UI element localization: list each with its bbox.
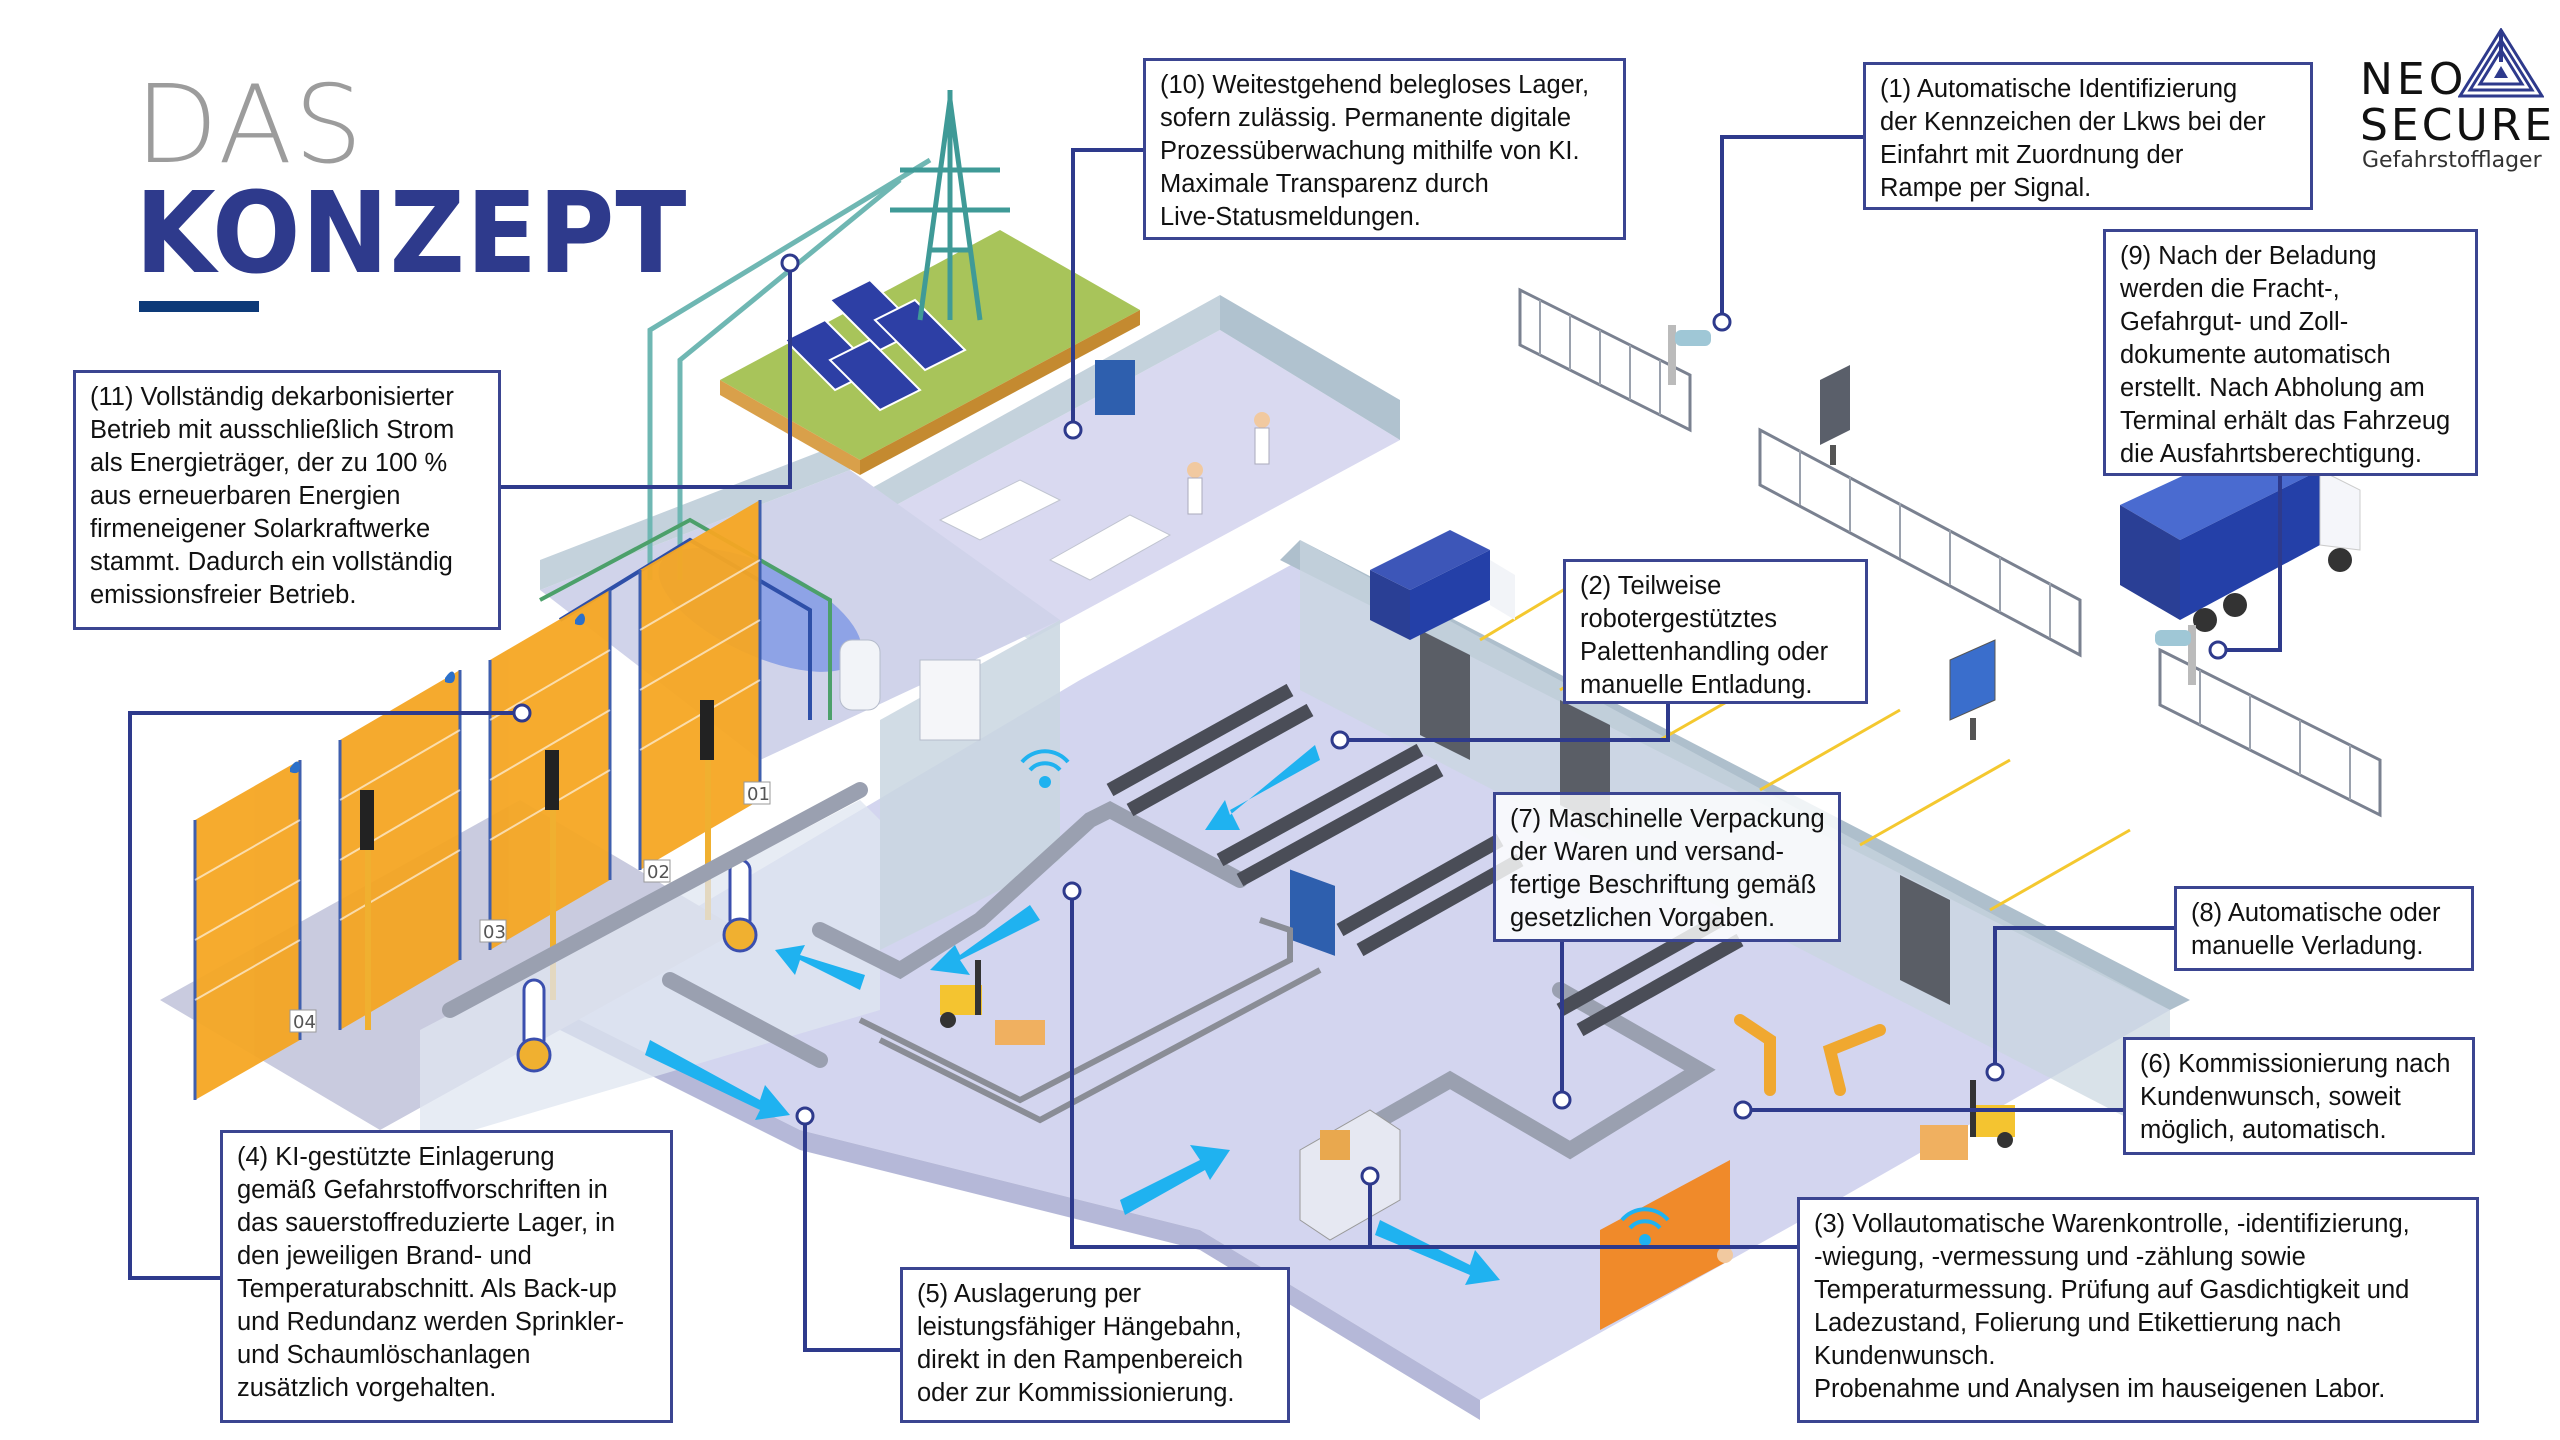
callout-3: (3) Vollautomatische Warenkontrolle, -id…: [1797, 1197, 2479, 1423]
callout-line: Terminal erhält das Fahrzeug: [2120, 407, 2451, 435]
callout-line: (4) KI-gestützte Einlagerung: [237, 1143, 555, 1171]
callout-1: (1) Automatische Identifizierung der Ken…: [1863, 62, 2313, 210]
callout-11: (11) Vollständig dekarbonisierter Betrie…: [73, 370, 501, 630]
callout-line: robotergestütztes: [1580, 605, 1778, 633]
callout-line: -wiegung, -vermessung und -zählung sowie: [1814, 1243, 2306, 1271]
rack-label: 02: [647, 862, 670, 883]
callout-line: stammt. Dadurch ein vollständig: [90, 548, 453, 576]
callout-line: die Ausfahrtsberechtigung.: [2120, 440, 2422, 468]
callout-line: aus erneuerbaren Energien: [90, 482, 401, 510]
callout-line: (9) Nach der Beladung: [2120, 242, 2377, 270]
filter-unit: [839, 639, 881, 711]
callout-line: Live-Statusmeldungen.: [1160, 203, 1421, 231]
callout-line: Einfahrt mit Zuordnung der: [1880, 141, 2184, 169]
callout-line: (10) Weitestgehend belegloses Lager,: [1160, 71, 1590, 99]
callout-line: möglich, automatisch.: [2140, 1116, 2387, 1144]
callout-line: Kundenwunsch.: [1814, 1342, 1996, 1370]
callout-line: leistungsfähiger Hängebahn,: [917, 1313, 1242, 1341]
camera-icon: [1668, 325, 1711, 385]
callout-line: Maximale Transparenz durch: [1160, 170, 1489, 198]
title-line-2: KONZEPT: [135, 169, 688, 299]
callout-line: (2) Teilweise: [1580, 572, 1722, 600]
callout-line: gemäß Gefahrstoffvorschriften in: [237, 1176, 608, 1204]
callout-line: (1) Automatische Identifizierung: [1880, 75, 2238, 103]
solar-field-ground-edge-r: [860, 310, 1140, 475]
truck-icon: [1370, 530, 1515, 640]
logo-tagline: Gefahrstofflager: [2362, 148, 2542, 173]
wifi-icon: [1020, 749, 1070, 788]
callout-6: (6) Kommissionierung nach Kundenwunsch, …: [2123, 1037, 2475, 1155]
thermometer-icon: [722, 858, 758, 953]
callout-7: (7) Maschinelle Verpackung der Waren und…: [1493, 792, 1841, 942]
monitor-icon: [1820, 365, 1850, 465]
callout-line: (7) Maschinelle Verpackung: [1510, 805, 1825, 833]
triangle-shield-icon: [2458, 28, 2544, 98]
callout-line: Temperaturmessung. Prüfung auf Gasdichti…: [1814, 1276, 2410, 1304]
callout-line: den jeweiligen Brand- und: [237, 1242, 532, 1270]
callout-line: als Energieträger, der zu 100 %: [90, 449, 448, 477]
logo-name-line-1: NEO: [2360, 54, 2468, 105]
rack-label: 03: [483, 922, 506, 943]
callout-8: (8) Automatische oder manuelle Verladung…: [2174, 886, 2474, 971]
callout-line: werden die Fracht-,: [2120, 275, 2340, 303]
neo-secure-logo: NEO SECURE Gefahrstofflager: [2350, 28, 2560, 178]
callout-line: zusätzlich vorgehalten.: [237, 1374, 497, 1402]
callout-line: der Kennzeichen der Lkws bei der: [1880, 108, 2266, 136]
title-line-1: DAS: [135, 63, 365, 188]
callout-line: fertige Beschriftung gemäß: [1510, 871, 1817, 899]
callout-line: Palettenhandling oder: [1580, 638, 1829, 666]
callout-line: das sauerstoffreduzierte Lager, in: [237, 1209, 616, 1237]
logo-name-line-2: SECURE: [2360, 100, 2556, 151]
callout-line: (5) Auslagerung per: [917, 1280, 1141, 1308]
monitor-icon: [1949, 639, 1996, 740]
forklift-icon: [940, 960, 1045, 1045]
callout-10: (10) Weitestgehend belegloses Lager, sof…: [1143, 58, 1626, 240]
thermometer-icon: [516, 978, 552, 1073]
camera-icon: [2155, 625, 2196, 685]
lab-room-floor: [850, 330, 1400, 640]
callout-line: firmeneigener Solarkraftwerke: [90, 515, 431, 543]
callout-line: oder zur Kommissionierung.: [917, 1379, 1235, 1407]
callout-line: erstellt. Nach Abholung am: [2120, 374, 2425, 402]
callout-2: (2) Teilweise robotergestütztes Paletten…: [1563, 559, 1868, 704]
callout-line: und Redundanz werden Sprinkler-: [237, 1308, 624, 1336]
callout-line: (6) Kommissionierung nach: [2140, 1050, 2451, 1078]
callout-line: Prozessüberwachung mithilfe von KI.: [1160, 137, 1580, 165]
callout-line: (8) Automatische oder: [2191, 899, 2441, 927]
solar-panel-icon: [783, 278, 967, 412]
rack-label: 04: [293, 1012, 316, 1033]
callout-line: und Schaumlöschanlagen: [237, 1341, 531, 1369]
callout-line: der Waren und versand-: [1510, 838, 1785, 866]
callout-line: Gefahrgut- und Zoll-: [2120, 308, 2349, 336]
callout-line: emissionsfreier Betrieb.: [90, 581, 357, 609]
callout-line: dokumente automatisch: [2120, 341, 2391, 369]
electrical-cabinet: [919, 659, 981, 741]
gate-bars: [1539, 300, 2351, 800]
callout-line: (11) Vollständig dekarbonisierter: [90, 383, 454, 411]
callout-line: direkt in den Rampenbereich: [917, 1346, 1244, 1374]
callout-9: (9) Nach der Beladung werden die Fracht-…: [2103, 229, 2478, 476]
rack-label: 01: [747, 784, 770, 805]
gate-icon: [1518, 287, 2382, 818]
callout-line: manuelle Entladung.: [1580, 671, 1813, 699]
callout-line: Betrieb mit ausschließlich Strom: [90, 416, 455, 444]
callout-line: manuelle Verladung.: [2191, 932, 2424, 960]
power-tower-icon: [890, 90, 1010, 321]
callout-line: Probenahme und Analysen im hauseigenen L…: [1814, 1375, 2386, 1403]
callout-line: sofern zulässig. Permanente digitale: [1160, 104, 1572, 132]
callout-line: Ladezustand, Folierung und Etikettierung…: [1814, 1309, 2342, 1337]
title-underline: [139, 301, 259, 312]
lab-room-side-wall: [1220, 295, 1400, 440]
callout-line: gesetzlichen Vorgaben.: [1510, 904, 1776, 932]
callout-line: Rampe per Signal.: [1880, 174, 2092, 202]
callout-4: (4) KI-gestützte Einlagerung gemäß Gefah…: [220, 1130, 673, 1423]
callout-line: (3) Vollautomatische Warenkontrolle, -id…: [1814, 1210, 2410, 1238]
callout-line: Temperaturabschnitt. Als Back-up: [237, 1275, 617, 1303]
callout-line: Kundenwunsch, soweit: [2140, 1083, 2401, 1111]
callout-5: (5) Auslagerung per leistungsfähiger Hän…: [900, 1267, 1290, 1423]
